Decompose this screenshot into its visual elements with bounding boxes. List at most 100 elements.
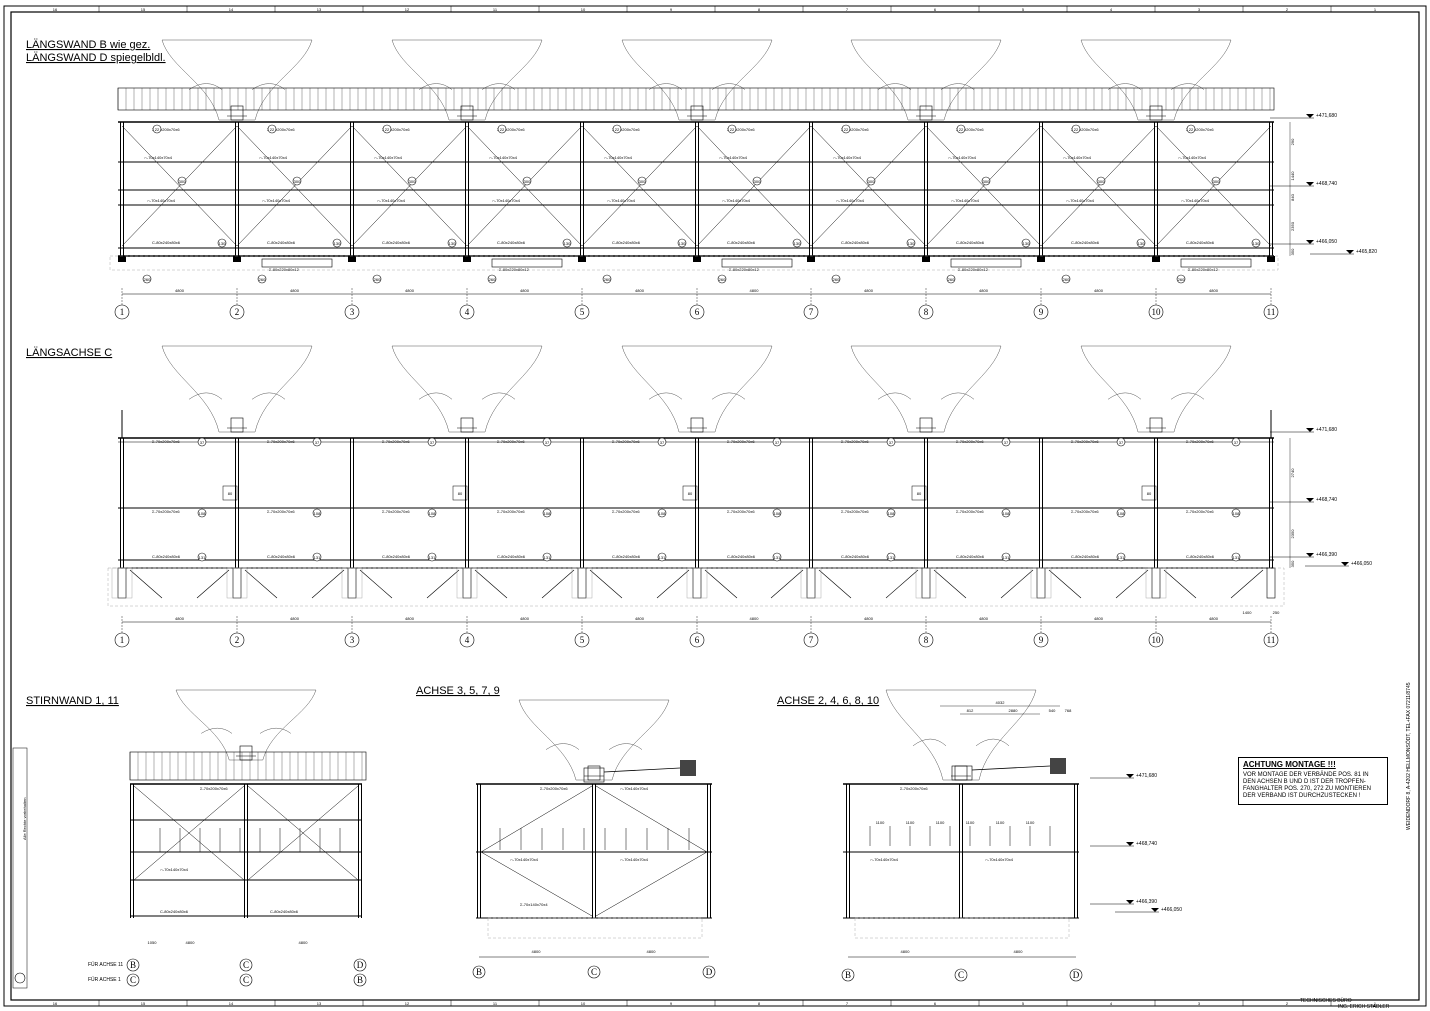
profile-label: C-80x240x80x6 [497,554,526,559]
position-circle [562,238,572,248]
title-block-office: TECHNISCHES BÜRO [1300,998,1352,1004]
axis-number: 3 [350,635,355,645]
position-number: 22 [270,127,275,132]
profile-label: C-80x240x80x6 [727,554,756,559]
dim-value: 2880 [1009,708,1019,713]
brace-diagonal [480,851,593,917]
base-beam [1180,258,1252,268]
span-dim: 4800 [520,288,530,293]
fan-stack-outline [518,699,670,781]
span-dim: 4800 [979,288,989,293]
profile-label: ∩-70x140x70x4 [948,155,977,160]
fan-blade [418,392,453,400]
motor-unit [951,765,973,781]
elevation-468740: +468,740 [1316,181,1337,187]
dim-value: 2350 [1290,221,1295,231]
dim-value: 250 [1273,610,1280,615]
profile-label: C-80x240x80x6 [841,240,870,245]
position-circle [886,508,896,518]
position-circle [772,552,782,562]
position-circle [427,437,437,447]
position-number: 80 [917,491,922,496]
frame-col-label: 3 [1198,1001,1201,1006]
notice-title: ACHTUNG MONTAGE !!! [1243,760,1336,769]
fan-blade [711,392,746,400]
profile-label: ∩-70x140x70x4 [489,155,518,160]
axis-number: 5 [580,635,585,645]
fan-stack-outline [161,345,313,433]
profile-label: Σ-70x200x70x6 [540,786,568,791]
position-number: 260 [374,277,381,282]
brace-diagonal [247,785,359,881]
span-dim: 4800 [186,940,196,945]
fan-stack-outline [621,345,773,433]
column-footing [1266,567,1276,599]
axis-letter: D [706,967,713,977]
elevation-marks-top: +471,680+468,740+466,050+465,820 [1270,113,1377,255]
profile-label: Σ-70x200x70x6 [200,786,228,791]
profile-label: Σ-70x200x70x6 [267,127,295,132]
position-number: 37 [545,440,550,445]
profile-label: Σ-70x200x70x6 [267,509,295,514]
axis-number: 7 [809,635,814,645]
profile-label: ∩-70x140x70x4 [604,155,633,160]
knee-brace [1230,569,1264,599]
axis-markers-mid: 1480024800348004480054800648007480084800… [114,616,1279,648]
brace-diagonal [480,785,593,853]
dim-value: 540 [1049,708,1056,713]
position-number: 130 [1023,241,1030,246]
profile-label: Σ-70x200x70x6 [497,439,525,444]
span-dim: 4800 [1209,288,1219,293]
frame-col-label: 4 [1110,1001,1113,1006]
span-dim: 4800 [1094,288,1104,293]
position-number: 300 [1213,179,1220,184]
column-footing [807,256,815,262]
fan-blade [608,743,643,750]
fan-blade [259,727,291,734]
position-number: 108 [1118,511,1125,516]
knee-brace [541,569,575,599]
brace-diagonal [133,785,245,881]
elevation-466390: +466,390 [1316,552,1337,558]
axis-number: 9 [1039,635,1044,645]
position-number: 260 [1178,277,1185,282]
axis-letter: D [1073,970,1080,980]
axis-circle [1069,968,1083,982]
profile-label: C-80x240x80x6 [152,554,181,559]
fan-motor [1149,105,1163,121]
frame-col-label: 13 [317,7,322,12]
section-achse-odd: ACHSE 3, 5, 7, 9 Σ-70x200x70x6∩-70x140x7… [416,685,716,979]
base-beam [950,258,1022,268]
position-circle [1231,508,1241,518]
steel-frame-top: Σ-70x200x70x6 ∩-70x140x70x4 ∩-70x140x70x4C… [109,87,1295,284]
fan-blade [418,83,453,90]
brace-diagonal [121,125,238,247]
fan-blade [188,83,223,90]
position-number: 108 [659,511,666,516]
access-box [222,485,238,501]
profile-label: Σ-70x200x70x6 [612,439,640,444]
position-number: 37 [889,440,894,445]
elevation-466050: +466,050 [1316,239,1337,245]
column-footing [463,256,471,262]
dim-value: 1400 [1243,610,1253,615]
foundation-block [111,567,133,599]
elevation-471680: +471,680 [1316,113,1337,119]
axis-circle [126,958,140,972]
position-circle [1116,552,1126,562]
knee-brace [704,569,738,599]
profile-label: Σ-70x200x70x6 [152,127,180,132]
position-circle [1186,124,1196,134]
profile-label: ∩-70x140x70x4 [607,198,636,203]
position-number: 108 [774,511,781,516]
profile-label: ∩-70x140x70x4 [147,198,176,203]
profile-label: Σ-70x200x70x6 [267,439,295,444]
axis-number: 7 [809,307,814,317]
span-dim: 4800 [750,288,760,293]
foundation-block [226,567,248,599]
dim-value: 2740 [1290,468,1295,478]
frame-col-label: 13 [317,1001,322,1006]
